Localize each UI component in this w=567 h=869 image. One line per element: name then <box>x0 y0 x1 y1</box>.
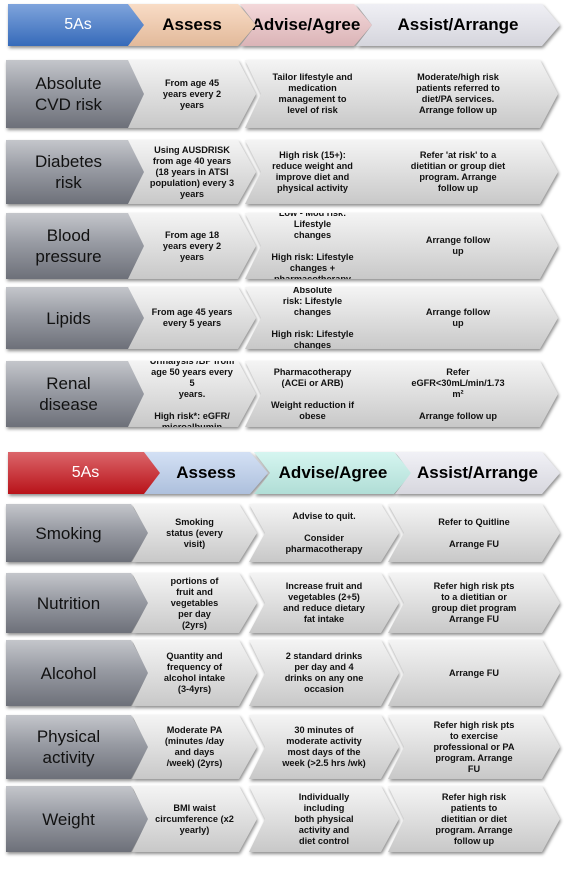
cell-physical-activity-assess: Moderate PA (minutes /day and days /week… <box>132 715 257 779</box>
cell-weight-assess: BMI waist circumference (x2 yearly) <box>132 786 257 852</box>
cell-diabetes-risk-assess: Using AUSDRISK from age 40 years (18 yea… <box>128 140 256 204</box>
cell-text: Using AUSDRISK from age 40 years (18 yea… <box>149 144 235 199</box>
cell-text: Refer 'at risk' to a dietitian or group … <box>410 150 506 193</box>
cell-text: Advise to quit. Consider pharmacotherapy <box>285 511 363 554</box>
cell-text: 2 standard drinks per day and 4 drinks o… <box>284 651 364 694</box>
row-label-nutrition: Nutrition <box>6 573 149 633</box>
row-label-blood-pressure: Blood pressure <box>6 213 149 279</box>
cell-absolute-cvd-risk-assess: From age 45 years every 2 years <box>128 60 256 128</box>
cell-diabetes-risk-advise: High risk (15+): reduce weight and impro… <box>245 140 380 204</box>
cell-blood-pressure-advise: Low - Mod risk: Lifestyle changes High r… <box>245 213 380 279</box>
cell-physical-activity-advise: 30 minutes of moderate activity most day… <box>249 715 399 779</box>
cell-text: Increase fruit and vegetables (2+5) and … <box>283 581 365 624</box>
cell-alcohol-advise: 2 standard drinks per day and 4 drinks o… <box>249 640 399 706</box>
header-5as-section-2: 5As <box>8 452 163 494</box>
row-label-text: Absolute CVD risk <box>34 74 103 114</box>
header-5as-section-1: 5As <box>8 4 148 46</box>
cell-blood-pressure-assess: From age 18 years every 2 years <box>128 213 256 279</box>
cell-text: Refer high risk pts to a dietitian or gr… <box>431 581 517 624</box>
row-label-text: Lipids <box>46 308 91 328</box>
cell-smoking-advise: Advise to quit. Consider pharmacotherapy <box>249 504 399 562</box>
header-advise-agree-section-2: Advise/Agree <box>254 452 412 494</box>
row-label-text: Physical activity <box>36 727 101 767</box>
cell-text: Refer high risk pts to exercise professi… <box>433 719 515 774</box>
row-label-smoking: Smoking <box>6 504 149 562</box>
cell-text: From age 18 years every 2 years <box>162 229 222 262</box>
header-assess-section-2: Assess <box>144 452 268 494</box>
row-label-text: Smoking <box>35 523 102 543</box>
cell-lipids-assist: Arrange follow up <box>358 287 558 349</box>
cell-text: Quantity and frequency of alcohol intake… <box>163 651 226 694</box>
cell-lipids-advise: Low –Moderate Absolute risk: Lifestyle c… <box>245 287 380 349</box>
header-assess-section-1: Assess <box>128 4 256 46</box>
cell-absolute-cvd-risk-advise: Tailor lifestyle and medication manageme… <box>245 60 380 128</box>
row-label-text: Renal disease <box>39 374 98 414</box>
header-assist-arrange-section-1: Assist/Arrange <box>356 4 560 46</box>
cell-text: From age 45 years every 2 years <box>162 77 222 110</box>
cell-text: BMI waist circumference (x2 yearly) <box>155 802 234 835</box>
cell-absolute-cvd-risk-assist: Moderate/high risk patients referred to … <box>358 60 558 128</box>
cell-blood-pressure-assist: Arrange follow up <box>358 213 558 279</box>
row-label-text: Alcohol <box>40 663 97 683</box>
cell-smoking-assess: Smoking status (every visit) <box>132 504 257 562</box>
cell-text: Arrange FU <box>448 667 500 678</box>
cell-text: Arrange follow up <box>425 307 491 328</box>
cell-alcohol-assess: Quantity and frequency of alcohol intake… <box>132 640 257 706</box>
cell-weight-assist: Refer high risk patients to dietitian or… <box>388 786 560 852</box>
cell-nutrition-advise: Increase fruit and vegetables (2+5) and … <box>249 573 399 633</box>
cell-text: Refer to Quitline Arrange FU <box>438 516 510 549</box>
row-label-diabetes-risk: Diabetes risk <box>6 140 149 204</box>
cell-text: Moderate PA (minutes /day and days /week… <box>164 725 225 768</box>
cell-text: Low –Moderate Absolute risk: Lifestyle c… <box>269 274 356 361</box>
header-assist-arrange-section-2: Assist/Arrange <box>395 452 560 494</box>
cell-text: Refer high risk patients to dietitian or… <box>435 791 513 846</box>
row-label-renal-disease: Renal disease <box>6 361 149 427</box>
cell-nutrition-assess: portions of fruit and vegetables per day… <box>132 573 257 633</box>
cell-smoking-assist: Refer to Quitline Arrange FU <box>388 504 560 562</box>
cell-physical-activity-assist: Refer high risk pts to exercise professi… <box>388 715 560 779</box>
cell-text: Moderate/high risk patients referred to … <box>416 72 500 115</box>
cell-text: Urinalysis /BP from age 50 years every 5… <box>149 355 235 432</box>
row-label-weight: Weight <box>6 786 149 852</box>
cell-text: portions of fruit and vegetables per day… <box>170 575 219 630</box>
cell-text: Smoking status (every visit) <box>166 516 223 549</box>
cell-alcohol-assist: Arrange FU <box>388 640 560 706</box>
row-label-lipids: Lipids <box>6 287 149 349</box>
cell-nutrition-assist: Refer high risk pts to a dietitian or gr… <box>388 573 560 633</box>
cell-text: Low - Mod risk: Lifestyle changes High r… <box>271 207 354 284</box>
row-label-physical-activity: Physical activity <box>6 715 149 779</box>
cell-diabetes-risk-assist: Refer 'at risk' to a dietitian or group … <box>358 140 558 204</box>
cell-text: Pharmacotherapy (ACEi or ARB) Weight red… <box>270 366 355 421</box>
cell-text: High risk (15+): reduce weight and impro… <box>272 150 353 193</box>
cell-renal-disease-assist: Refer eGFR<30mL/min/1.73 m² Arrange foll… <box>358 361 558 427</box>
cell-text: From age 45 years every 5 years <box>151 307 233 328</box>
row-label-absolute-cvd-risk: Absolute CVD risk <box>6 60 149 128</box>
row-label-text: Weight <box>42 809 95 829</box>
cell-lipids-assess: From age 45 years every 5 years <box>128 287 256 349</box>
cell-text: 30 minutes of moderate activity most day… <box>282 725 366 768</box>
row-label-text: Blood pressure <box>35 226 102 266</box>
cell-renal-disease-assess: Urinalysis /BP from age 50 years every 5… <box>128 361 256 427</box>
row-label-text: Nutrition <box>36 593 101 613</box>
row-label-text: Diabetes risk <box>34 152 103 192</box>
row-label-alcohol: Alcohol <box>6 640 149 706</box>
cell-renal-disease-advise: Pharmacotherapy (ACEi or ARB) Weight red… <box>245 361 380 427</box>
cell-text: Refer eGFR<30mL/min/1.73 m² Arrange foll… <box>411 366 505 421</box>
cell-text: Arrange follow up <box>425 235 491 256</box>
cell-text: Tailor lifestyle and medication manageme… <box>272 72 353 115</box>
cell-text: Individually including both physical act… <box>294 791 354 846</box>
cell-weight-advise: Individually including both physical act… <box>249 786 399 852</box>
header-advise-agree-section-1: Advise/Agree <box>240 4 372 46</box>
